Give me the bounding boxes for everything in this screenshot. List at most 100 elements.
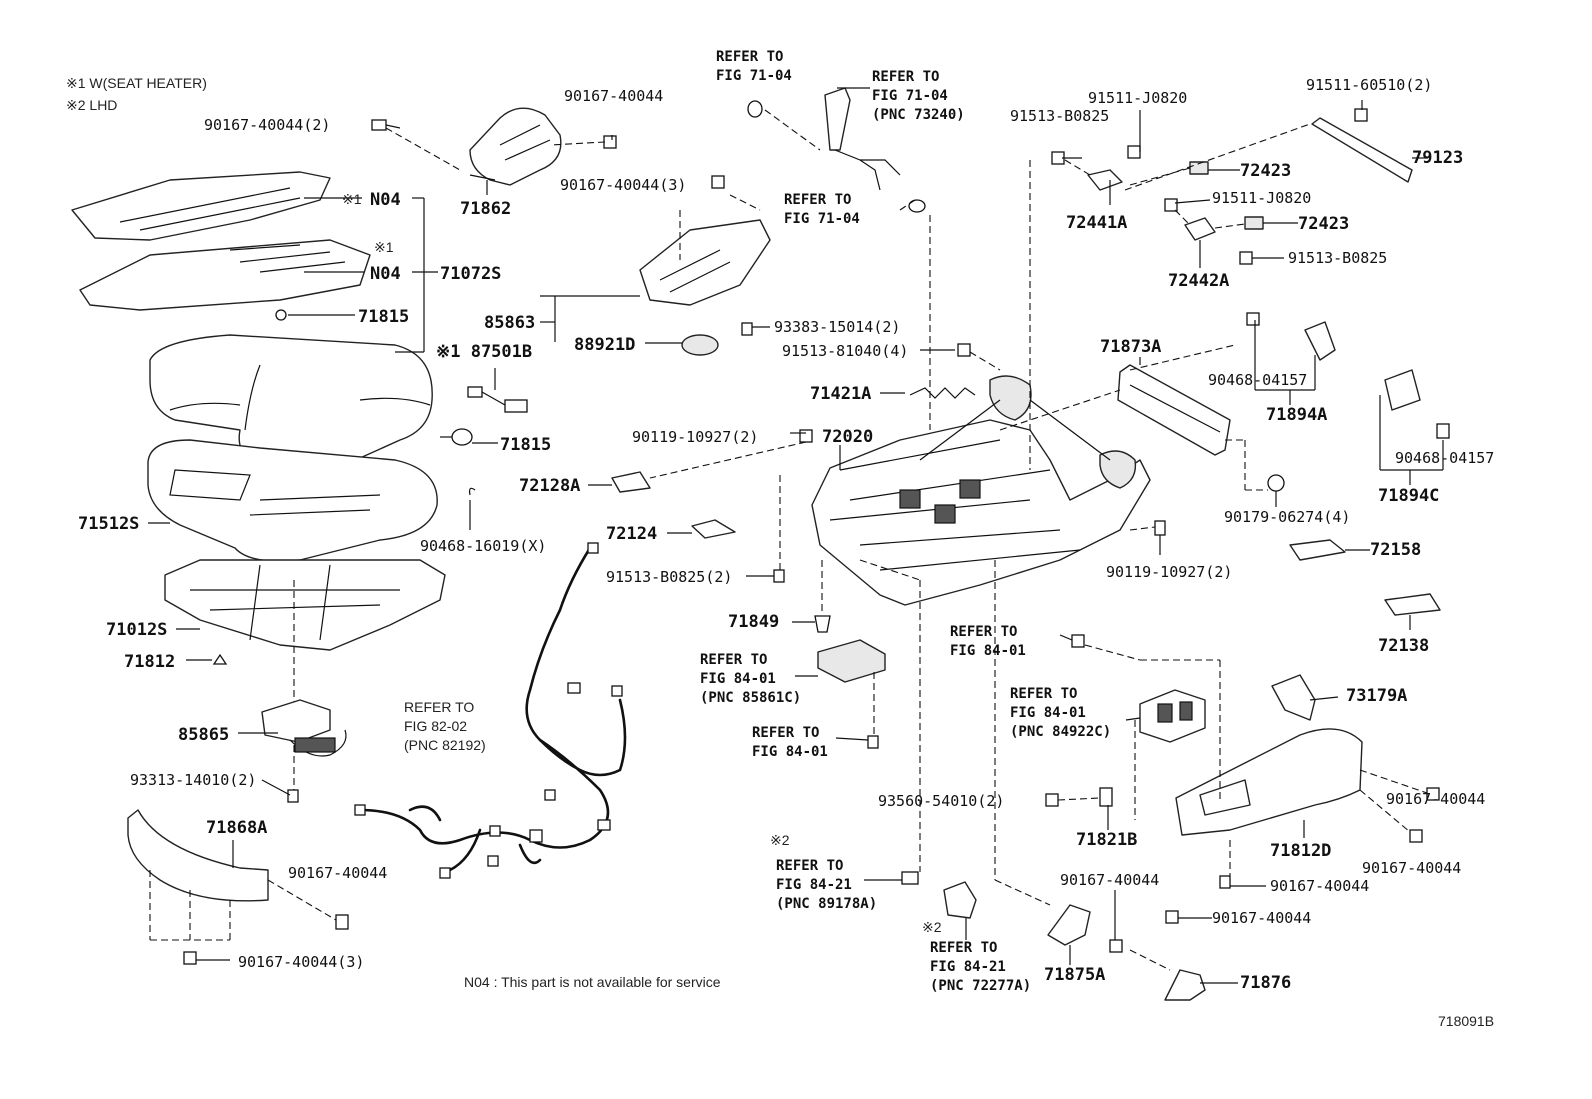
label-71868a: 71868A: [206, 818, 267, 838]
label-90468-04157: 90468-04157: [1395, 449, 1494, 467]
seat-adjuster-72020: [811, 375, 1151, 606]
switch-84922c: [1139, 689, 1206, 743]
label-x1: ※1: [374, 239, 394, 255]
refer-to-pnc: (PNC 82192): [404, 737, 486, 753]
label-72158: 72158: [1370, 540, 1421, 560]
label-90167-40044: 90167-40044: [1362, 859, 1461, 877]
refer-to-fig: FIG 71-04: [872, 88, 948, 104]
shield-71812d: [1175, 728, 1363, 836]
label-90167-40044: 90167-40044: [1060, 871, 1159, 889]
screw-icon: [1154, 520, 1166, 536]
label-71815: 71815: [358, 307, 409, 327]
label-87501b: ※1 87501B: [436, 342, 532, 362]
screw-icon: [1219, 875, 1231, 889]
refer-to-label: REFER TO: [716, 49, 783, 65]
connector-72277a: [943, 881, 977, 919]
label-90167-40044-3: 90167-40044(3): [238, 953, 364, 971]
label-71512s: 71512S: [78, 514, 139, 534]
switch-71821b: [1099, 787, 1113, 807]
label-90167-40044-3: 90167-40044(3): [560, 176, 686, 194]
label-91513-b0825: 91513-B0825: [1288, 249, 1387, 267]
clip-72423: [1244, 216, 1264, 230]
label-71815: 71815: [500, 435, 551, 455]
refer-to-label: REFER TO: [776, 858, 843, 874]
label-90468-16019: 90468-16019(X): [420, 537, 546, 555]
label-91513-b0825-2: 91513-B0825(2): [606, 568, 732, 586]
screw-icon: [1045, 793, 1059, 807]
spring-71421a: [909, 387, 976, 399]
screw-icon: [799, 429, 813, 443]
label-90167-40044: 90167-40044: [1270, 877, 1369, 895]
label-71875a: 71875A: [1044, 965, 1105, 985]
refer-to-fig: FIG 71-04: [784, 211, 860, 227]
seat-heater-mat: [79, 239, 371, 311]
label-71849: 71849: [728, 612, 779, 632]
label-x1: ※1: [342, 191, 362, 207]
refer-to-fig: FIG 84-21: [776, 877, 852, 893]
label-72138: 72138: [1378, 636, 1429, 656]
seat-heater-element: [71, 171, 331, 241]
label-90119-10927: 90119-10927(2): [1106, 563, 1232, 581]
cover-71876: [1164, 969, 1206, 1001]
screw-icon: [335, 914, 349, 930]
cover-71875a: [1047, 904, 1091, 946]
seat-cushion-pad: [147, 439, 438, 562]
screw-icon: [287, 789, 299, 803]
label-88921d: 88921D: [574, 335, 635, 355]
label-71812: 71812: [124, 652, 175, 672]
screw-icon: [1354, 108, 1368, 122]
connector-87501b: [467, 386, 528, 413]
trim-71868a: [127, 809, 269, 902]
label-93383-15014: 93383-15014(2): [774, 318, 900, 336]
refer-to-label: REFER TO: [700, 652, 767, 668]
refer-to-label: REFER TO: [1010, 686, 1077, 702]
refer-to-fig: FIG 84-01: [1010, 705, 1086, 721]
bolt-icon: [747, 100, 763, 118]
refer-to-fig: FIG 84-01: [950, 643, 1026, 659]
screw-icon: [1239, 251, 1253, 265]
screw-icon: [1164, 198, 1178, 212]
pin-icon: [440, 428, 473, 446]
label-90167-40044-2: 90167-40044(2): [204, 116, 330, 134]
label-72124: 72124: [606, 524, 657, 544]
leader-lines: [148, 87, 1444, 984]
cover-73179a: [1271, 674, 1316, 721]
refer-to-label: REFER TO: [404, 699, 474, 715]
bar-79123: [1311, 117, 1413, 183]
label-71873a: 71873A: [1100, 337, 1161, 357]
label-79123: 79123: [1412, 148, 1463, 168]
part-labels: 90167-40044(2) 90167-40044 90167-40044(3…: [78, 49, 1494, 994]
label-91513-b0825: 91513-B0825: [1010, 107, 1109, 125]
refer-to-pnc: (PNC 84922C): [1010, 724, 1111, 740]
clip-icon: [275, 309, 287, 321]
refer-to-label: REFER TO: [872, 69, 939, 85]
label-71421a: 71421A: [810, 384, 871, 404]
label-85863: 85863: [484, 313, 535, 333]
label-71812d: 71812D: [1270, 841, 1331, 861]
refer-to-fig: FIG 71-04: [716, 68, 792, 84]
screw-icon: [957, 343, 971, 357]
screw-icon: [1426, 787, 1440, 801]
cover-72158: [1289, 539, 1346, 561]
refer-to-label: REFER TO: [930, 940, 997, 956]
connector-89178a: [901, 871, 919, 885]
clip-72423: [1189, 161, 1209, 175]
label-n04: N04: [370, 264, 401, 284]
screw-icon: [741, 322, 753, 336]
refer-to-label: REFER TO: [752, 725, 819, 741]
label-73179a: 73179A: [1346, 686, 1407, 706]
screw-icon: [1071, 634, 1085, 648]
screw-icon: [867, 735, 879, 749]
refer-to-pnc: (PNC 73240): [872, 107, 965, 123]
screw-icon: [183, 951, 197, 965]
plate-71873a: [1117, 364, 1231, 456]
label-71012s: 71012S: [106, 620, 167, 640]
label-72128a: 72128A: [519, 476, 580, 496]
refer-to-label: REFER TO: [784, 192, 851, 208]
label-90167-40044: 90167-40044: [564, 87, 663, 105]
seat-cushion-frame: [164, 559, 446, 651]
label-90119-10927: 90119-10927(2): [632, 428, 758, 446]
label-91511-60510: 91511-60510(2): [1306, 76, 1432, 94]
label-90468-04157: 90468-04157: [1208, 371, 1307, 389]
